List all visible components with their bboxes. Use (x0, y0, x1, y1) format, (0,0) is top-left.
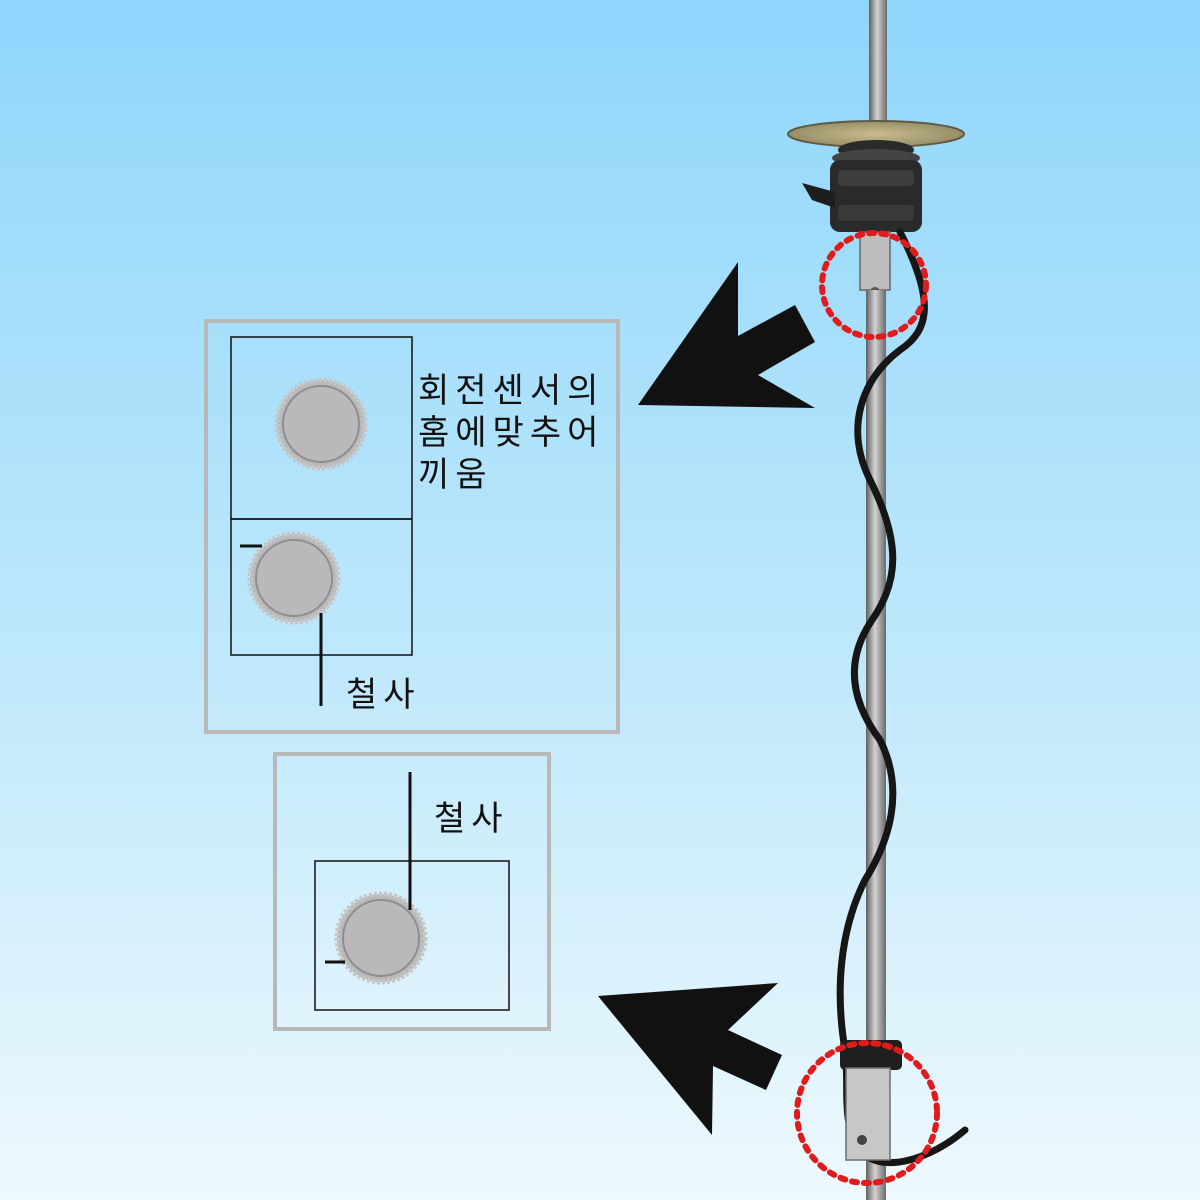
upper-highlight-circle (819, 230, 929, 340)
lower-detail-view (314, 860, 510, 1011)
upper-panel-frame (204, 319, 620, 734)
sensor-cable (836, 228, 969, 1167)
shaft-coupler (859, 231, 891, 291)
upper-wire-label: 철사 (346, 675, 421, 715)
bracket-screw (857, 1135, 867, 1145)
apparatus-photo (787, 0, 969, 1200)
vertical-rod (866, 290, 886, 1200)
sensor-box-lower (838, 205, 914, 221)
upper-caption-line-1: 회전센서의 (418, 371, 605, 411)
upper-pointer-arrow (638, 262, 815, 408)
sensor-knob-detail (334, 891, 428, 985)
upper-callout-panel (204, 319, 620, 734)
lower-highlight-circle (794, 1040, 940, 1186)
lower-panel-frame (273, 752, 551, 1031)
lower-callout-panel (273, 752, 551, 1031)
sensor-connector (802, 183, 835, 208)
upper-caption-line-3: 끼움 (418, 455, 493, 495)
sensor-knob-bottom (247, 531, 341, 625)
lower-wire-label: 철사 (434, 799, 509, 839)
top-shaft (869, 0, 887, 135)
upper-caption-line-2: 홈에맞추어 (418, 413, 605, 453)
sensor-box-highlight (838, 170, 914, 186)
sensor-knob-top (274, 377, 368, 471)
lower-bracket (845, 1067, 891, 1161)
lower-pointer-arrow (598, 983, 782, 1135)
